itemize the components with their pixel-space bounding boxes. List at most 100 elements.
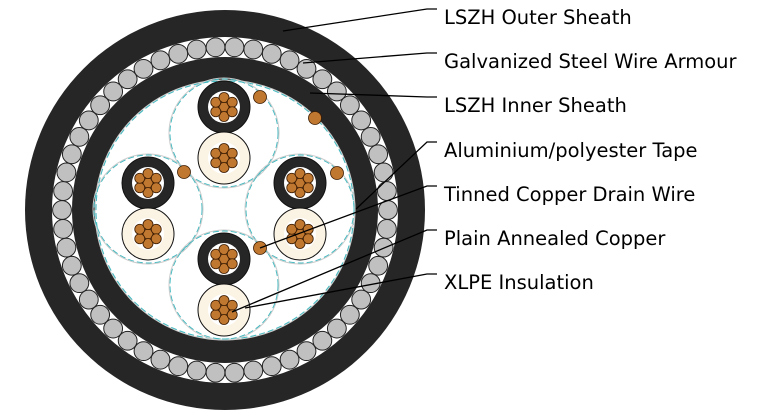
leader-line: [302, 52, 437, 64]
armour-wire: [224, 362, 245, 383]
armour-wire: [312, 69, 333, 90]
copper-strand: [150, 223, 162, 235]
copper-strand: [302, 172, 314, 184]
copper-strand: [286, 223, 298, 235]
copper-strand: [142, 238, 154, 249]
armour-wire: [53, 181, 74, 201]
armour-wire: [296, 341, 317, 362]
armour-wire: [296, 58, 317, 79]
copper-strand: [210, 147, 222, 159]
copper-strand: [218, 143, 230, 154]
armour-wire: [61, 255, 82, 276]
armour-wire: [205, 37, 226, 58]
copper-strand: [286, 182, 298, 194]
armour-wire: [243, 39, 264, 60]
armour-wire: [312, 330, 333, 351]
copper-strand: [294, 168, 306, 179]
armour-wire: [117, 330, 138, 351]
leader-line: [309, 92, 437, 98]
armour-wire: [205, 362, 226, 383]
pair-screen-outline: [168, 229, 280, 341]
leader-line: [282, 8, 437, 32]
armour-wire: [261, 43, 282, 64]
armour-wire: [53, 219, 74, 239]
pair-tape: [169, 230, 279, 340]
pair-tape: [169, 78, 279, 188]
armour-wire: [103, 81, 124, 102]
copper-strand: [226, 248, 238, 260]
armour-wire: [326, 81, 347, 102]
armour-wire: [133, 341, 154, 362]
pair-screen-outline: [244, 153, 356, 265]
copper-strand: [302, 182, 314, 194]
armour-wire: [78, 289, 99, 310]
copper-strand: [142, 168, 154, 179]
label-xlpe-insulation: XLPE Insulation: [444, 271, 594, 294]
armour-wire: [168, 43, 189, 64]
armour-wire: [52, 200, 72, 220]
armour-wire: [69, 273, 90, 294]
armour-wire: [279, 349, 300, 370]
copper-strand: [226, 299, 238, 311]
copper-strand: [218, 111, 230, 122]
copper-strand: [210, 258, 222, 270]
label-tinned-copper-drain-wire: Tinned Copper Drain Wire: [443, 183, 695, 206]
copper-strand: [134, 223, 146, 235]
label-lszh-inner-sheath: LSZH Inner Sheath: [444, 94, 627, 117]
armour-wire: [56, 162, 77, 183]
armour-wire: [186, 360, 207, 381]
armour-wire: [133, 58, 154, 79]
leader-line: [259, 185, 437, 249]
copper-strand: [294, 187, 306, 198]
pair-tape: [93, 154, 203, 264]
armour-wire: [339, 304, 360, 325]
copper-strand: [150, 182, 162, 194]
copper-strand: [134, 172, 146, 184]
copper-strand: [226, 106, 238, 118]
armour-wire: [78, 110, 99, 131]
armour-wire: [56, 237, 77, 258]
drain-wire: [253, 90, 267, 104]
copper-strand: [294, 238, 306, 249]
label-plain-annealed-copper: Plain Annealed Copper: [444, 227, 666, 250]
copper-strand: [210, 157, 222, 169]
copper-strand: [226, 309, 238, 321]
leader-line: [231, 229, 437, 313]
armour-wire: [150, 349, 171, 370]
armour-wire: [150, 50, 171, 71]
armour-wire: [117, 69, 138, 90]
leader-line: [244, 273, 437, 309]
armour-wire: [376, 219, 397, 239]
drain-wire: [177, 165, 191, 179]
copper-strand: [150, 172, 162, 184]
pair-tape: [245, 154, 355, 264]
copper-strand: [210, 248, 222, 260]
copper-strand: [218, 263, 230, 274]
copper-strand: [226, 96, 238, 108]
leader-lines: [231, 8, 437, 313]
cable: [25, 10, 425, 410]
armour-wire: [368, 144, 389, 165]
label-lszh-outer-sheath: LSZH Outer Sheath: [444, 6, 632, 29]
armour-wire: [103, 318, 124, 339]
armour-wire: [339, 95, 360, 116]
copper-strand: [226, 147, 238, 159]
armour-wire: [69, 126, 90, 147]
armour-wire: [243, 360, 264, 381]
pair-screen-outline: [92, 153, 204, 265]
copper-strand: [218, 162, 230, 173]
copper-strand: [218, 314, 230, 325]
copper-strand: [142, 219, 154, 230]
copper-strand: [226, 157, 238, 169]
copper-strand: [286, 172, 298, 184]
pair-screen-outline: [168, 77, 280, 189]
copper-strand: [218, 244, 230, 255]
copper-strand: [218, 295, 230, 306]
copper-strand: [210, 299, 222, 311]
armour-wire: [351, 110, 372, 131]
drain-wire: [308, 111, 322, 125]
armour-wire: [376, 181, 397, 201]
armour-wire: [168, 356, 189, 377]
armour-wire: [90, 304, 111, 325]
